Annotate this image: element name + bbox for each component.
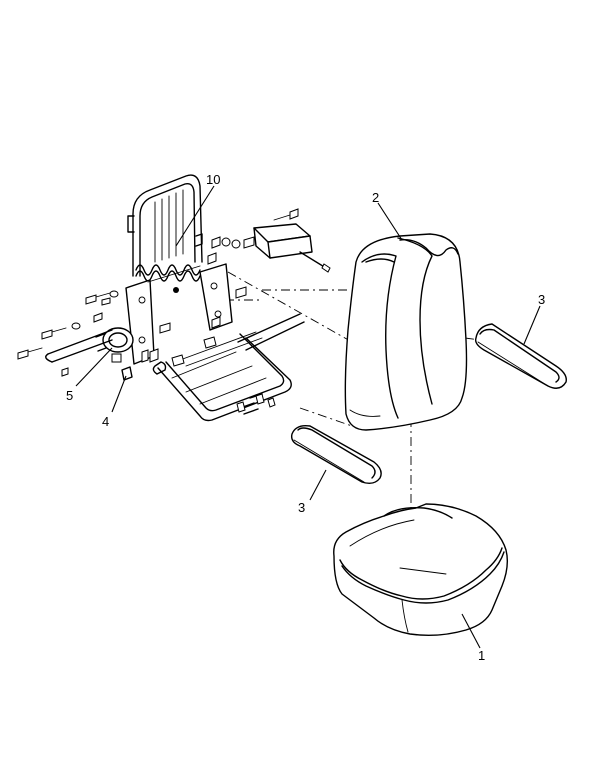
callout-1: 1 <box>478 648 485 663</box>
callout-5: 5 <box>66 388 73 403</box>
seat-cushion <box>333 503 509 637</box>
adjuster-knob <box>95 327 134 363</box>
tilt-arm <box>45 329 113 363</box>
bolt-item-4 <box>121 336 217 381</box>
bolt-group-upper <box>93 208 299 334</box>
callout-3-right: 3 <box>538 292 545 307</box>
callout-2: 2 <box>372 190 379 205</box>
leader-lines <box>75 185 541 649</box>
hardware <box>17 208 331 381</box>
armrest-right <box>474 323 567 389</box>
armrest-bracket <box>253 223 331 273</box>
callouts: 10 2 3 5 4 3 1 <box>66 172 545 663</box>
seat-frame <box>152 313 305 422</box>
back-frame <box>125 174 233 365</box>
armrest-left <box>290 424 382 485</box>
backrest-cushion <box>344 233 468 431</box>
callout-10: 10 <box>206 172 220 187</box>
bolt-group-left <box>17 290 119 377</box>
callout-4: 4 <box>102 414 109 429</box>
callout-3-left: 3 <box>298 500 305 515</box>
assembly-center-lines <box>225 271 481 520</box>
